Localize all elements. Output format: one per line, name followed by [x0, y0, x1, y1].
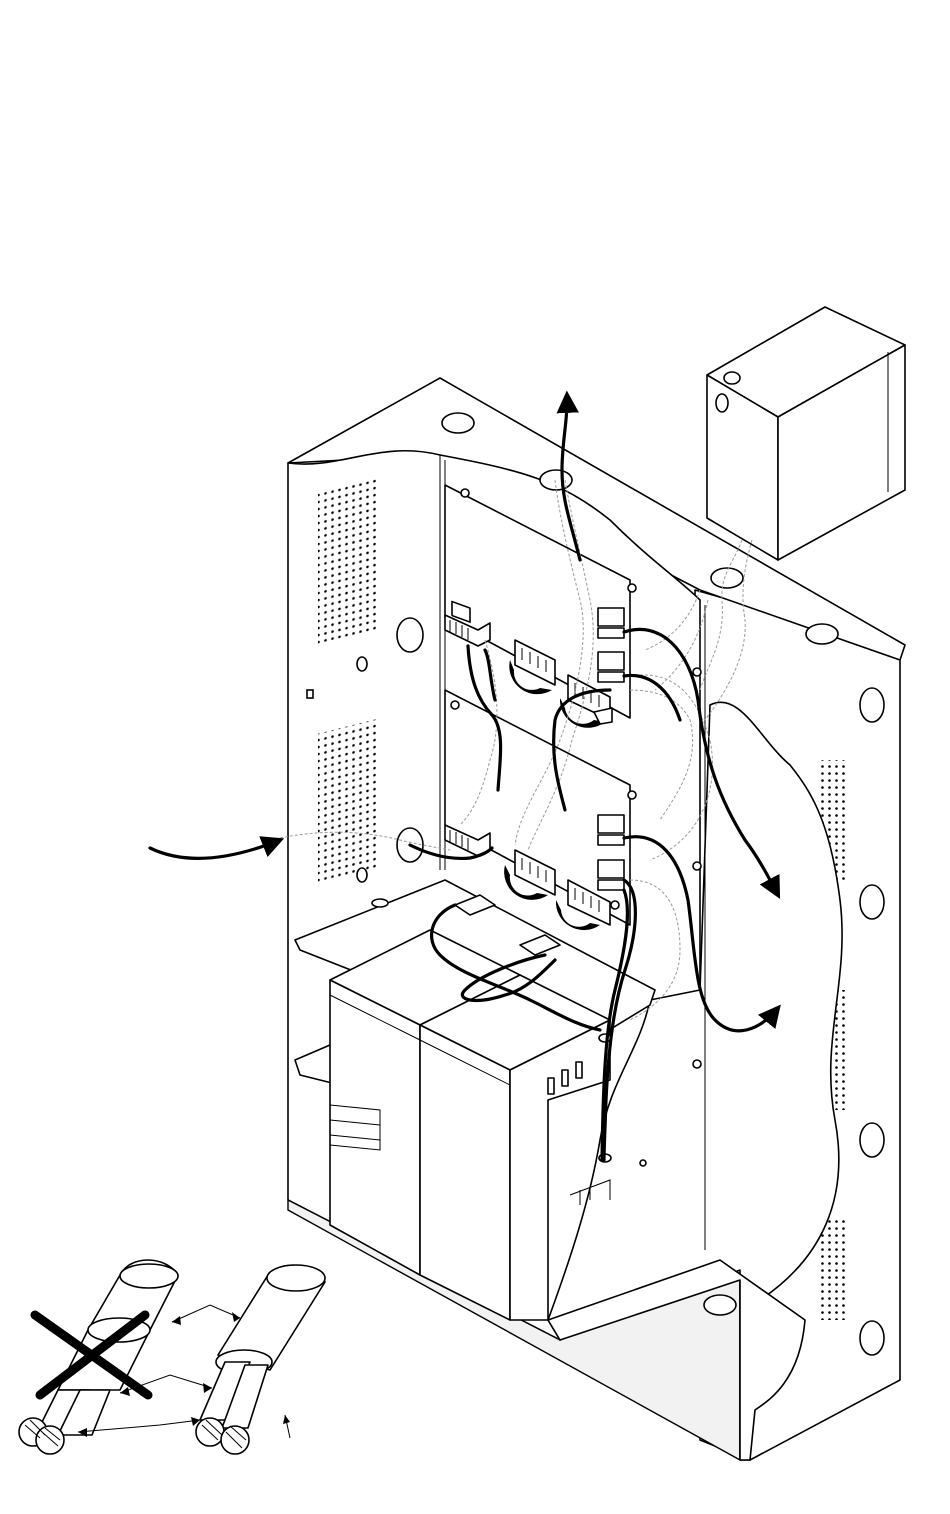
knockout-hole: [860, 885, 884, 919]
knockout-hole: [860, 1123, 884, 1157]
incoming-wire-arrow-icon: [150, 840, 280, 858]
knockout-hole: [711, 568, 743, 588]
junction-box-knockout: [724, 372, 740, 384]
knockout-hole: [704, 1295, 736, 1315]
knockout-hole: [442, 413, 474, 433]
fuse-clip: [598, 815, 624, 833]
knockout-hole: [860, 688, 884, 722]
vent-grille-lower: [318, 719, 378, 884]
vent-grille-side: [820, 1220, 848, 1320]
knockout-hole: [806, 624, 838, 644]
fuse-clip: [598, 860, 624, 878]
cable-correct: [196, 1265, 325, 1454]
fuse-clip: [598, 608, 624, 626]
cable-comparison: [19, 1260, 325, 1454]
knockout-hole: [397, 618, 423, 652]
knockout-hole: [860, 1321, 884, 1355]
vent-grille-upper: [318, 479, 378, 644]
junction-box-knockout: [716, 394, 728, 412]
fuse-clip: [598, 652, 624, 670]
